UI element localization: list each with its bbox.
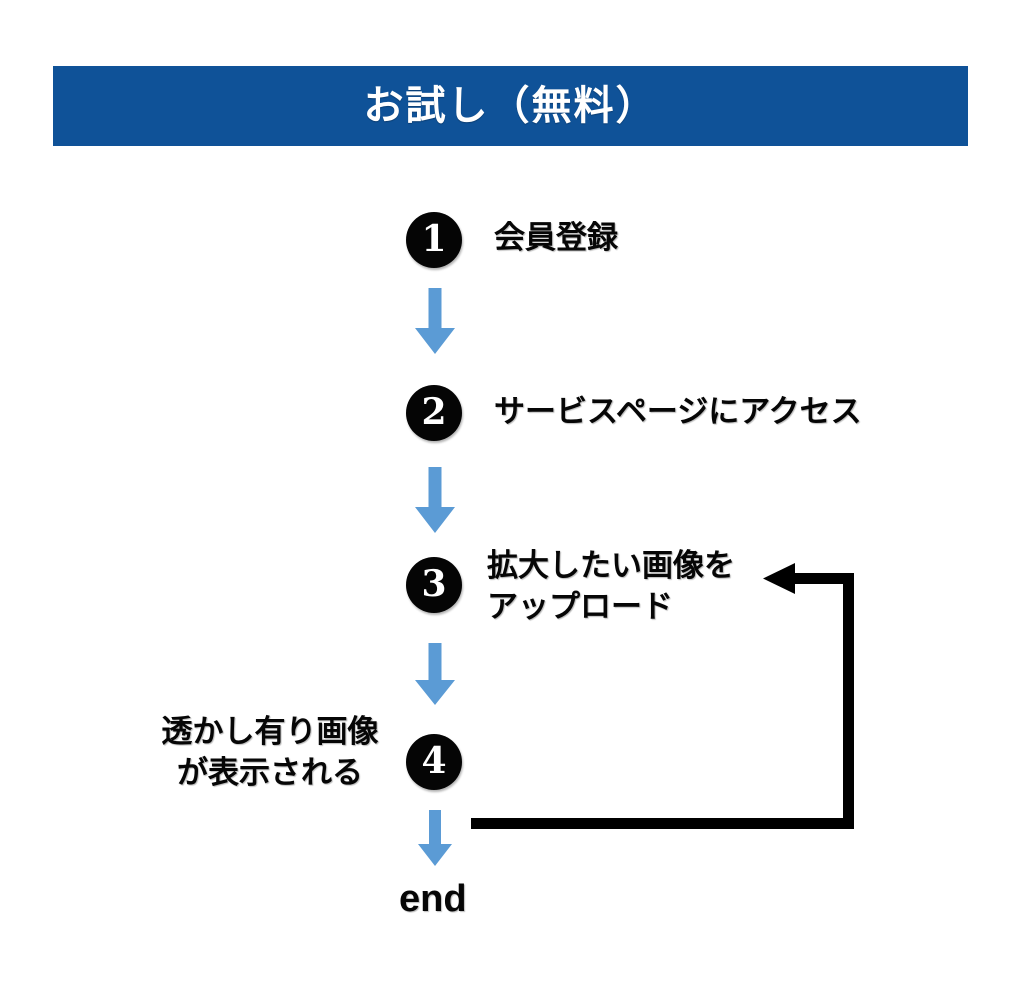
step-circle-3: 3 (406, 557, 462, 613)
arrow-down-icon-3 (415, 643, 455, 705)
step-label-3-line1: 拡大したい画像を (487, 548, 735, 583)
page-title: お試し（無料） (363, 84, 658, 128)
step-label-3: 拡大したい画像を アップロード (487, 546, 735, 628)
arrow-down-icon-4 (418, 810, 452, 866)
step-label-4: 透かし有り画像 が表示される (140, 712, 400, 794)
step-circle-2: 2 (406, 385, 462, 441)
step-number-2: 2 (421, 391, 447, 433)
loop-line-vertical (843, 573, 854, 829)
arrow-down-icon-2 (415, 467, 455, 533)
step-label-1: 会員登録 (494, 220, 618, 255)
step-label-4-line2: が表示される (177, 754, 363, 790)
step-circle-1: 1 (406, 212, 462, 268)
step-number-4: 4 (421, 740, 447, 782)
step-number-3: 3 (421, 563, 447, 605)
loop-arrowhead-left-icon (763, 563, 795, 594)
step-label-3-line2: アップロード (487, 588, 673, 624)
step-number-1: 1 (421, 218, 447, 260)
step-circle-4: 4 (406, 734, 462, 790)
end-label: end (399, 878, 467, 920)
loop-line-top (790, 573, 854, 584)
arrow-down-icon-1 (415, 288, 455, 354)
title-banner: お試し（無料） (53, 66, 968, 146)
step-label-2: サービスページにアクセス (494, 394, 862, 429)
step-label-4-line1: 透かし有り画像 (161, 714, 379, 749)
loop-line-bottom (471, 818, 854, 829)
